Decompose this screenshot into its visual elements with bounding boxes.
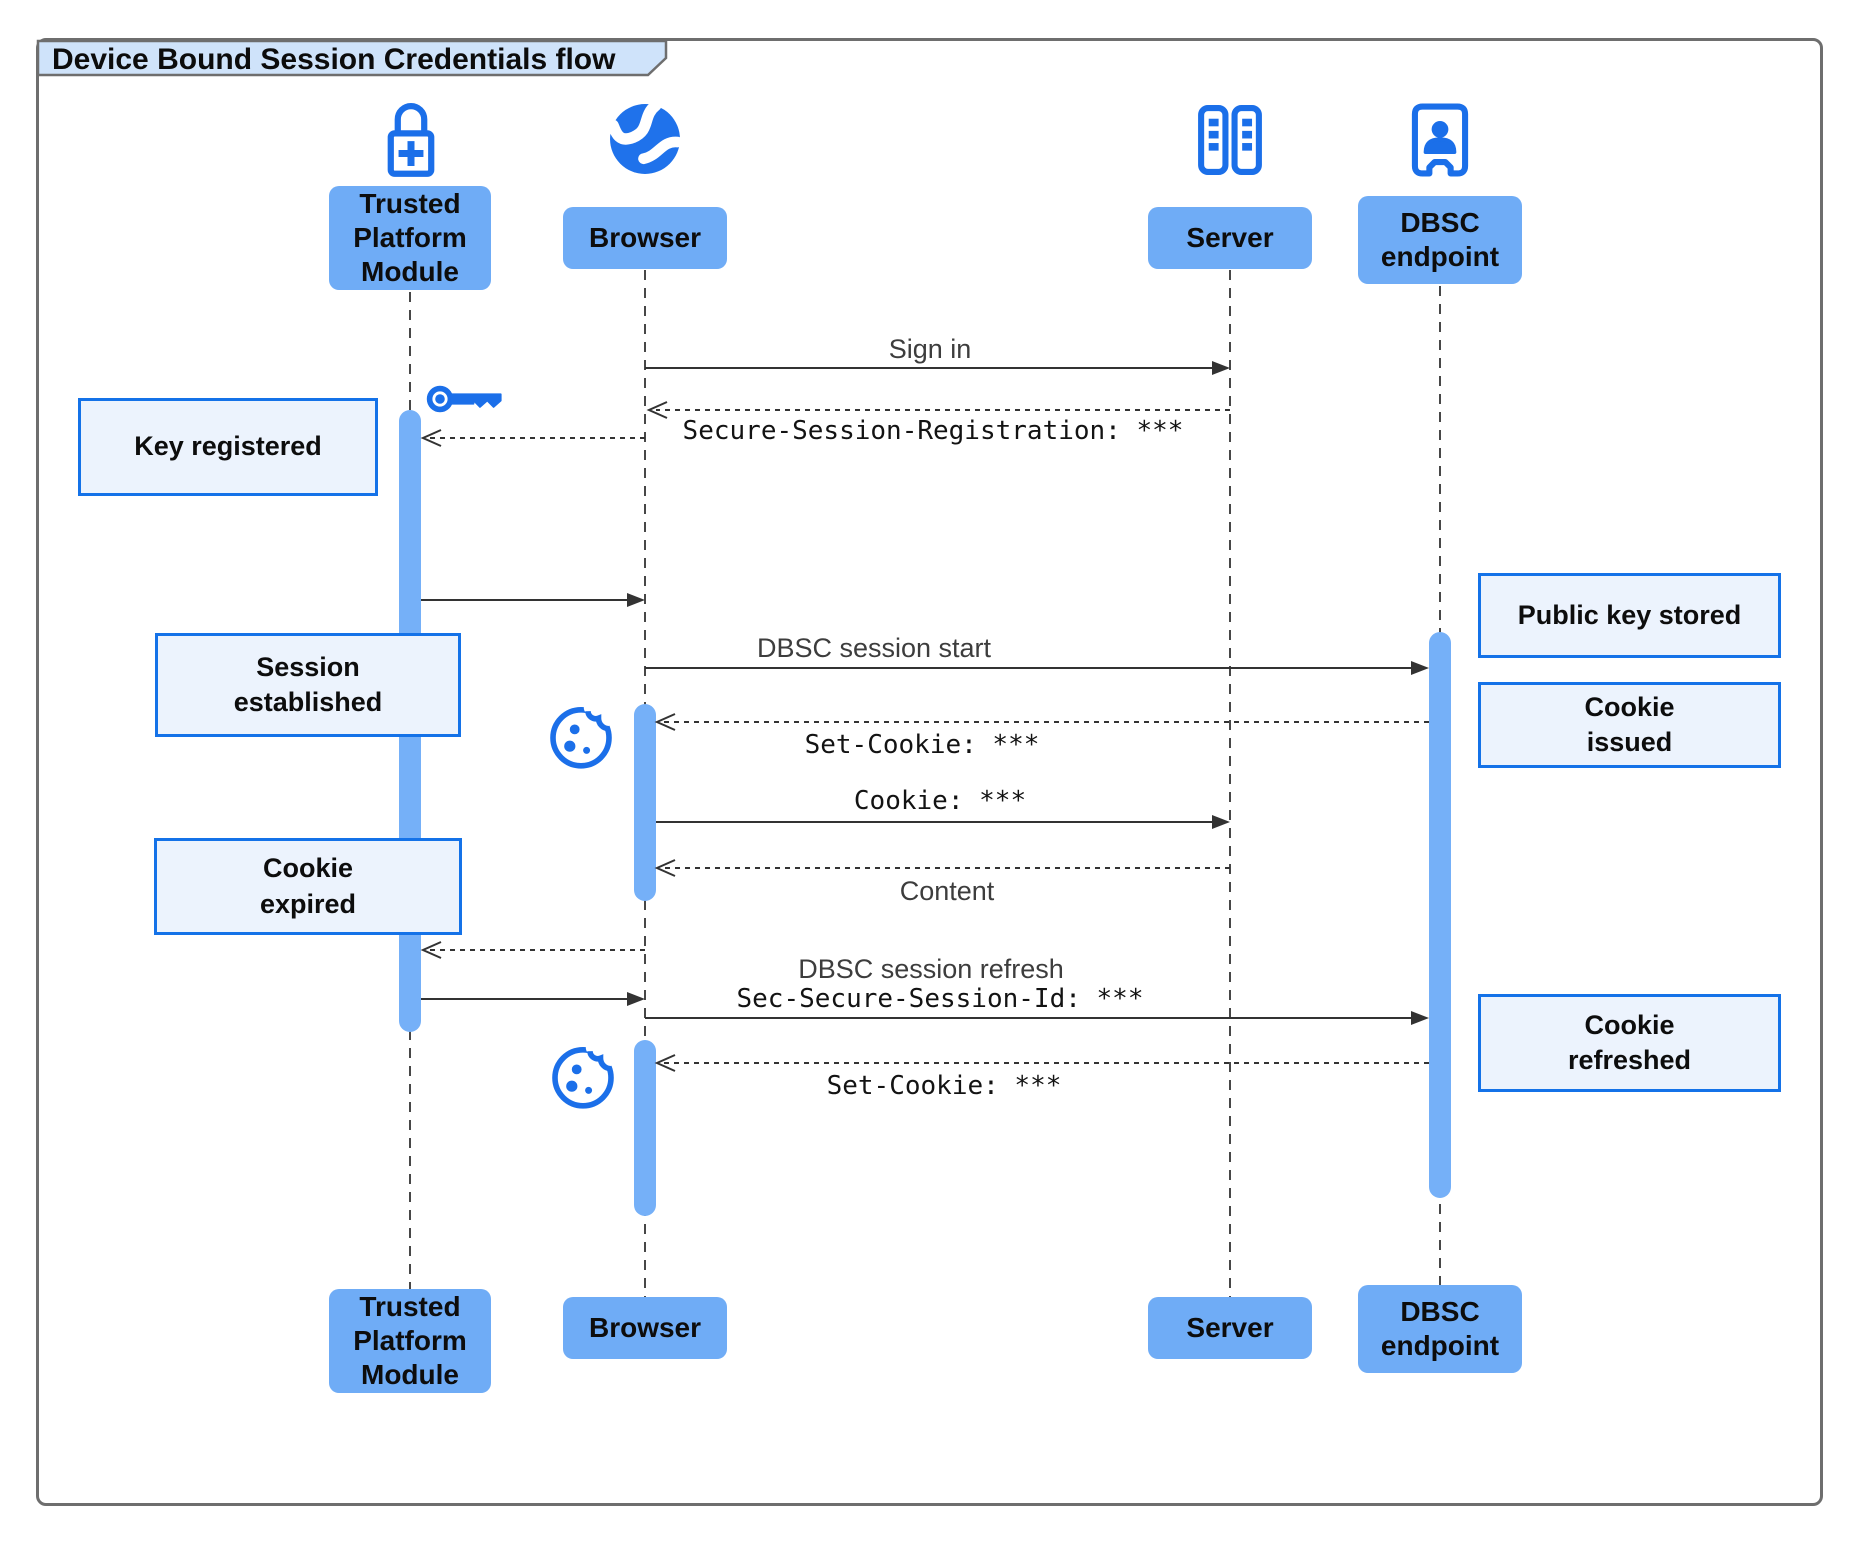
participant-label: DBSC endpoint xyxy=(1380,206,1500,272)
arrowhead xyxy=(627,992,645,1006)
lock-plus-icon xyxy=(387,103,435,177)
note-text: Cookie expired xyxy=(259,853,357,919)
participant-label: Server xyxy=(1186,1311,1274,1343)
server-racks-icon xyxy=(1198,105,1262,175)
activation-browser-1 xyxy=(634,704,656,901)
arrowhead xyxy=(1212,361,1230,375)
participant-dbsc-top: DBSC endpoint xyxy=(1358,196,1522,284)
diagram-frame xyxy=(36,38,1823,1506)
message-secure-session-registration: Secure-Session-Registration: *** xyxy=(682,416,1184,446)
arrowhead-open xyxy=(420,941,442,959)
note-text: Public key stored xyxy=(1517,599,1742,630)
message-sign-in: Sign in xyxy=(888,334,972,364)
participant-label: Browser xyxy=(588,1311,702,1343)
note-public-key-stored: Public key stored xyxy=(1478,573,1781,658)
participant-browser-top: Browser xyxy=(563,207,727,269)
message-sec-secure-session-id: Sec-Secure-Session-Id: *** xyxy=(736,984,1144,1014)
participant-label: Browser xyxy=(588,221,702,253)
cookie-icon xyxy=(550,700,616,769)
activation-browser-2 xyxy=(634,1040,656,1216)
message-content: Content xyxy=(899,876,995,906)
door-person-icon xyxy=(1411,103,1469,177)
participant-label: DBSC endpoint xyxy=(1380,1295,1500,1361)
message-arrows: browser (dashed) --> tpm (dashed) --> br… xyxy=(420,361,1429,1072)
participant-label: Server xyxy=(1186,221,1274,253)
note-text: Session established xyxy=(233,651,383,717)
message-dbsc-session-refresh: DBSC session refresh xyxy=(798,954,1064,984)
message-set-cookie-1: Set-Cookie: *** xyxy=(804,730,1040,760)
cookie-icon xyxy=(552,1040,618,1109)
participant-label: Trusted Platform Module xyxy=(353,1290,467,1391)
arrowhead xyxy=(1411,661,1429,675)
participant-server-top: Server xyxy=(1148,207,1312,269)
activation-dbsc xyxy=(1429,632,1451,1198)
message-cookie: Cookie: *** xyxy=(853,786,1027,816)
note-cookie-issued: Cookie issued xyxy=(1478,682,1781,768)
note-text: Key registered xyxy=(134,431,322,462)
note-text: Cookie refreshed xyxy=(1567,1009,1692,1075)
diagram-title: Device Bound Session Credentials flow xyxy=(52,43,616,76)
note-cookie-expired: Cookie expired xyxy=(154,838,462,935)
title-tab-shape xyxy=(36,39,668,77)
participant-dbsc-bottom: DBSC endpoint xyxy=(1358,1285,1522,1373)
note-text: Cookie issued xyxy=(1584,691,1675,757)
arrowhead xyxy=(1411,1011,1429,1025)
key-icon xyxy=(426,385,502,413)
participant-server-bottom: Server xyxy=(1148,1297,1312,1359)
note-cookie-refreshed: Cookie refreshed xyxy=(1478,994,1781,1092)
arrowhead-open xyxy=(646,401,668,419)
globe-icon xyxy=(607,101,683,174)
arrowhead xyxy=(627,593,645,607)
message-dbsc-session-start: DBSC session start xyxy=(756,633,992,663)
participant-browser-bottom: Browser xyxy=(563,1297,727,1359)
arrowhead-open xyxy=(654,859,676,877)
arrowhead-open xyxy=(654,713,676,731)
participant-tpm-top: Trusted Platform Module xyxy=(329,186,491,290)
arrowhead-open xyxy=(654,1054,676,1072)
note-key-registered: Key registered xyxy=(78,398,378,496)
note-session-established: Session established xyxy=(155,633,461,737)
participant-tpm-bottom: Trusted Platform Module xyxy=(329,1289,491,1393)
participant-label: Trusted Platform Module xyxy=(353,187,467,288)
arrowhead-open xyxy=(420,429,442,447)
message-set-cookie-2: Set-Cookie: *** xyxy=(826,1071,1062,1101)
arrowhead xyxy=(1212,815,1230,829)
